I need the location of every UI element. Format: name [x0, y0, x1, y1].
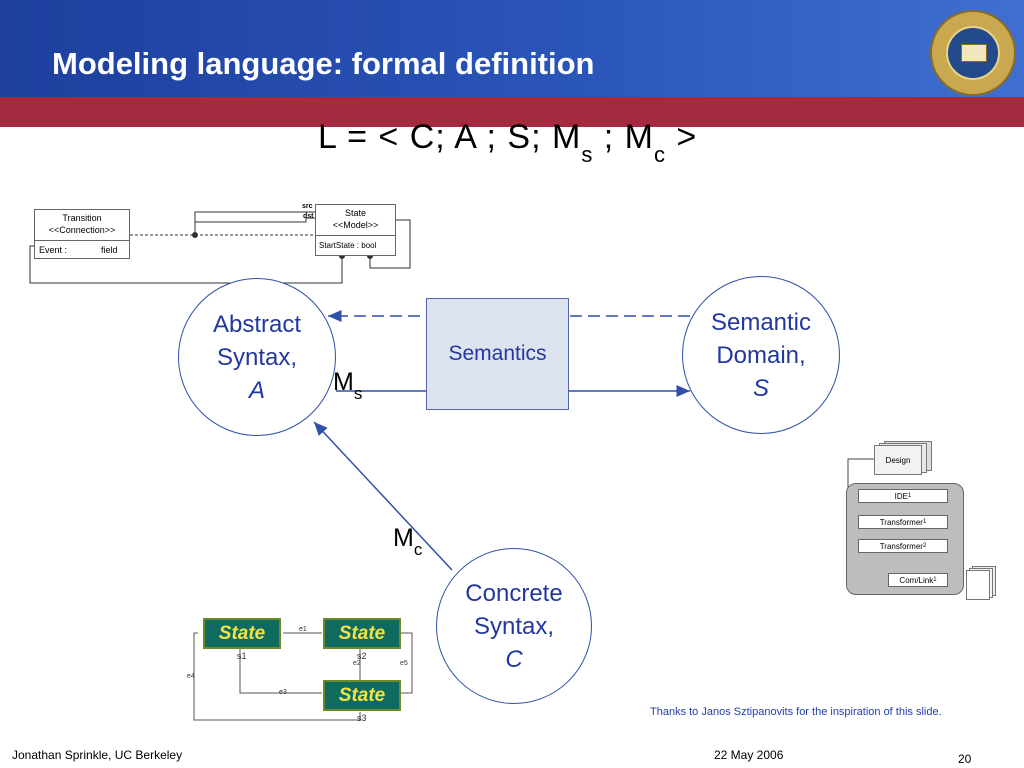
- footer-author: Jonathan Sprinkle, UC Berkeley: [12, 748, 183, 762]
- semantic-domain-line1: Semantic: [710, 308, 812, 336]
- state-s3: State: [323, 680, 401, 711]
- footer-date: 22 May 2006: [714, 748, 784, 762]
- ms-subscript: s: [353, 384, 363, 403]
- uml-state-title: State: [344, 208, 366, 218]
- uml-state-divider: [316, 235, 395, 236]
- formula-end: >: [665, 118, 698, 156]
- formula-mid: ; M: [593, 118, 654, 156]
- formula-main: L = < C; A ; S; M: [318, 118, 582, 156]
- state-s2: State: [323, 618, 401, 649]
- university-seal-logo: [930, 10, 1016, 96]
- state-s1-name: s1: [237, 651, 247, 661]
- book-icon: [961, 44, 987, 62]
- output-documents-icon: [966, 566, 996, 600]
- design-label: Design: [874, 445, 922, 475]
- event-e1-label: e1: [299, 626, 307, 633]
- tool-transformer-2-label: Transformer: [879, 541, 923, 551]
- abstract-syntax-line2: Syntax,: [216, 343, 298, 371]
- concrete-syntax-node: Concrete Syntax, C: [436, 548, 592, 704]
- ms-letter: M: [333, 368, 354, 396]
- uml-src-label: src: [302, 203, 313, 210]
- tool-transformer-2-sub: 2: [922, 543, 927, 549]
- mc-subscript: c: [413, 540, 423, 559]
- abstract-syntax-node: Abstract Syntax, A: [178, 278, 336, 436]
- credit-note: Thanks to Janos Sztipanovits for the ins…: [650, 706, 942, 718]
- event-e2-label: e2: [353, 660, 361, 667]
- ms-label: Ms: [333, 368, 362, 403]
- concrete-syntax-line2: Syntax,: [473, 612, 555, 640]
- concrete-syntax-line1: Concrete: [465, 579, 563, 607]
- tool-transformer-1-label: Transformer: [879, 517, 923, 527]
- formal-definition-formula: L = < C; A ; S; Ms ; Mc >: [318, 118, 698, 167]
- formula-sub-c: c: [653, 142, 666, 167]
- uml-state-class: State <<Model>> StartState : bool: [315, 204, 396, 256]
- uml-state-attr: StartState : bool: [319, 241, 377, 250]
- event-e5-label: e5: [400, 660, 408, 667]
- abstract-syntax-line1: Abstract: [212, 310, 302, 338]
- semantics-box: Semantics: [426, 298, 569, 410]
- uml-dst-label: dst: [303, 213, 314, 220]
- uml-transition-title: Transition: [62, 213, 102, 223]
- semantic-domain-node: Semantic Domain, S: [682, 276, 840, 434]
- concrete-syntax-symbol: C: [505, 645, 523, 673]
- footer-page-number: 20: [958, 752, 972, 766]
- semantic-domain-symbol: S: [752, 374, 769, 402]
- tool-comlink-sub: 1: [933, 577, 937, 583]
- event-e4-label: e4: [187, 673, 195, 680]
- uml-transition-attr-type: field: [101, 245, 118, 255]
- state-s1: State: [203, 618, 281, 649]
- semantics-label: Semantics: [448, 342, 547, 365]
- title-bar: [0, 0, 1024, 97]
- slide-title: Modeling language: formal definition: [52, 46, 595, 81]
- uml-transition-stereo: <<Connection>>: [48, 225, 116, 235]
- tool-comlink-label: Com/Link: [899, 575, 934, 585]
- tool-transformer-1-sub: 1: [922, 519, 927, 525]
- event-e3-label: e3: [279, 689, 287, 696]
- uml-state-stereo: <<Model>>: [332, 220, 379, 230]
- semantic-domain-line2: Domain,: [716, 341, 806, 369]
- mc-label: Mc: [393, 524, 422, 559]
- abstract-syntax-symbol: A: [248, 376, 265, 404]
- tool-ide-sub: 1: [908, 493, 912, 499]
- state-s2-name: s2: [357, 651, 367, 661]
- tool-ide-label: IDE: [894, 491, 908, 501]
- red-accent-bar: [0, 97, 1024, 127]
- state-s3-name: s3: [357, 713, 367, 723]
- uml-transition-divider: [35, 240, 129, 241]
- seal-center: [946, 26, 1000, 80]
- mc-letter: M: [393, 524, 414, 552]
- uml-transition-class: Transition <<Connection>> Event : field: [34, 209, 130, 259]
- mc-arrow: [313, 421, 453, 571]
- formula-sub-s: s: [581, 142, 594, 167]
- uml-transition-attr: Event :: [39, 245, 68, 255]
- design-stack-icon: Design: [874, 441, 932, 475]
